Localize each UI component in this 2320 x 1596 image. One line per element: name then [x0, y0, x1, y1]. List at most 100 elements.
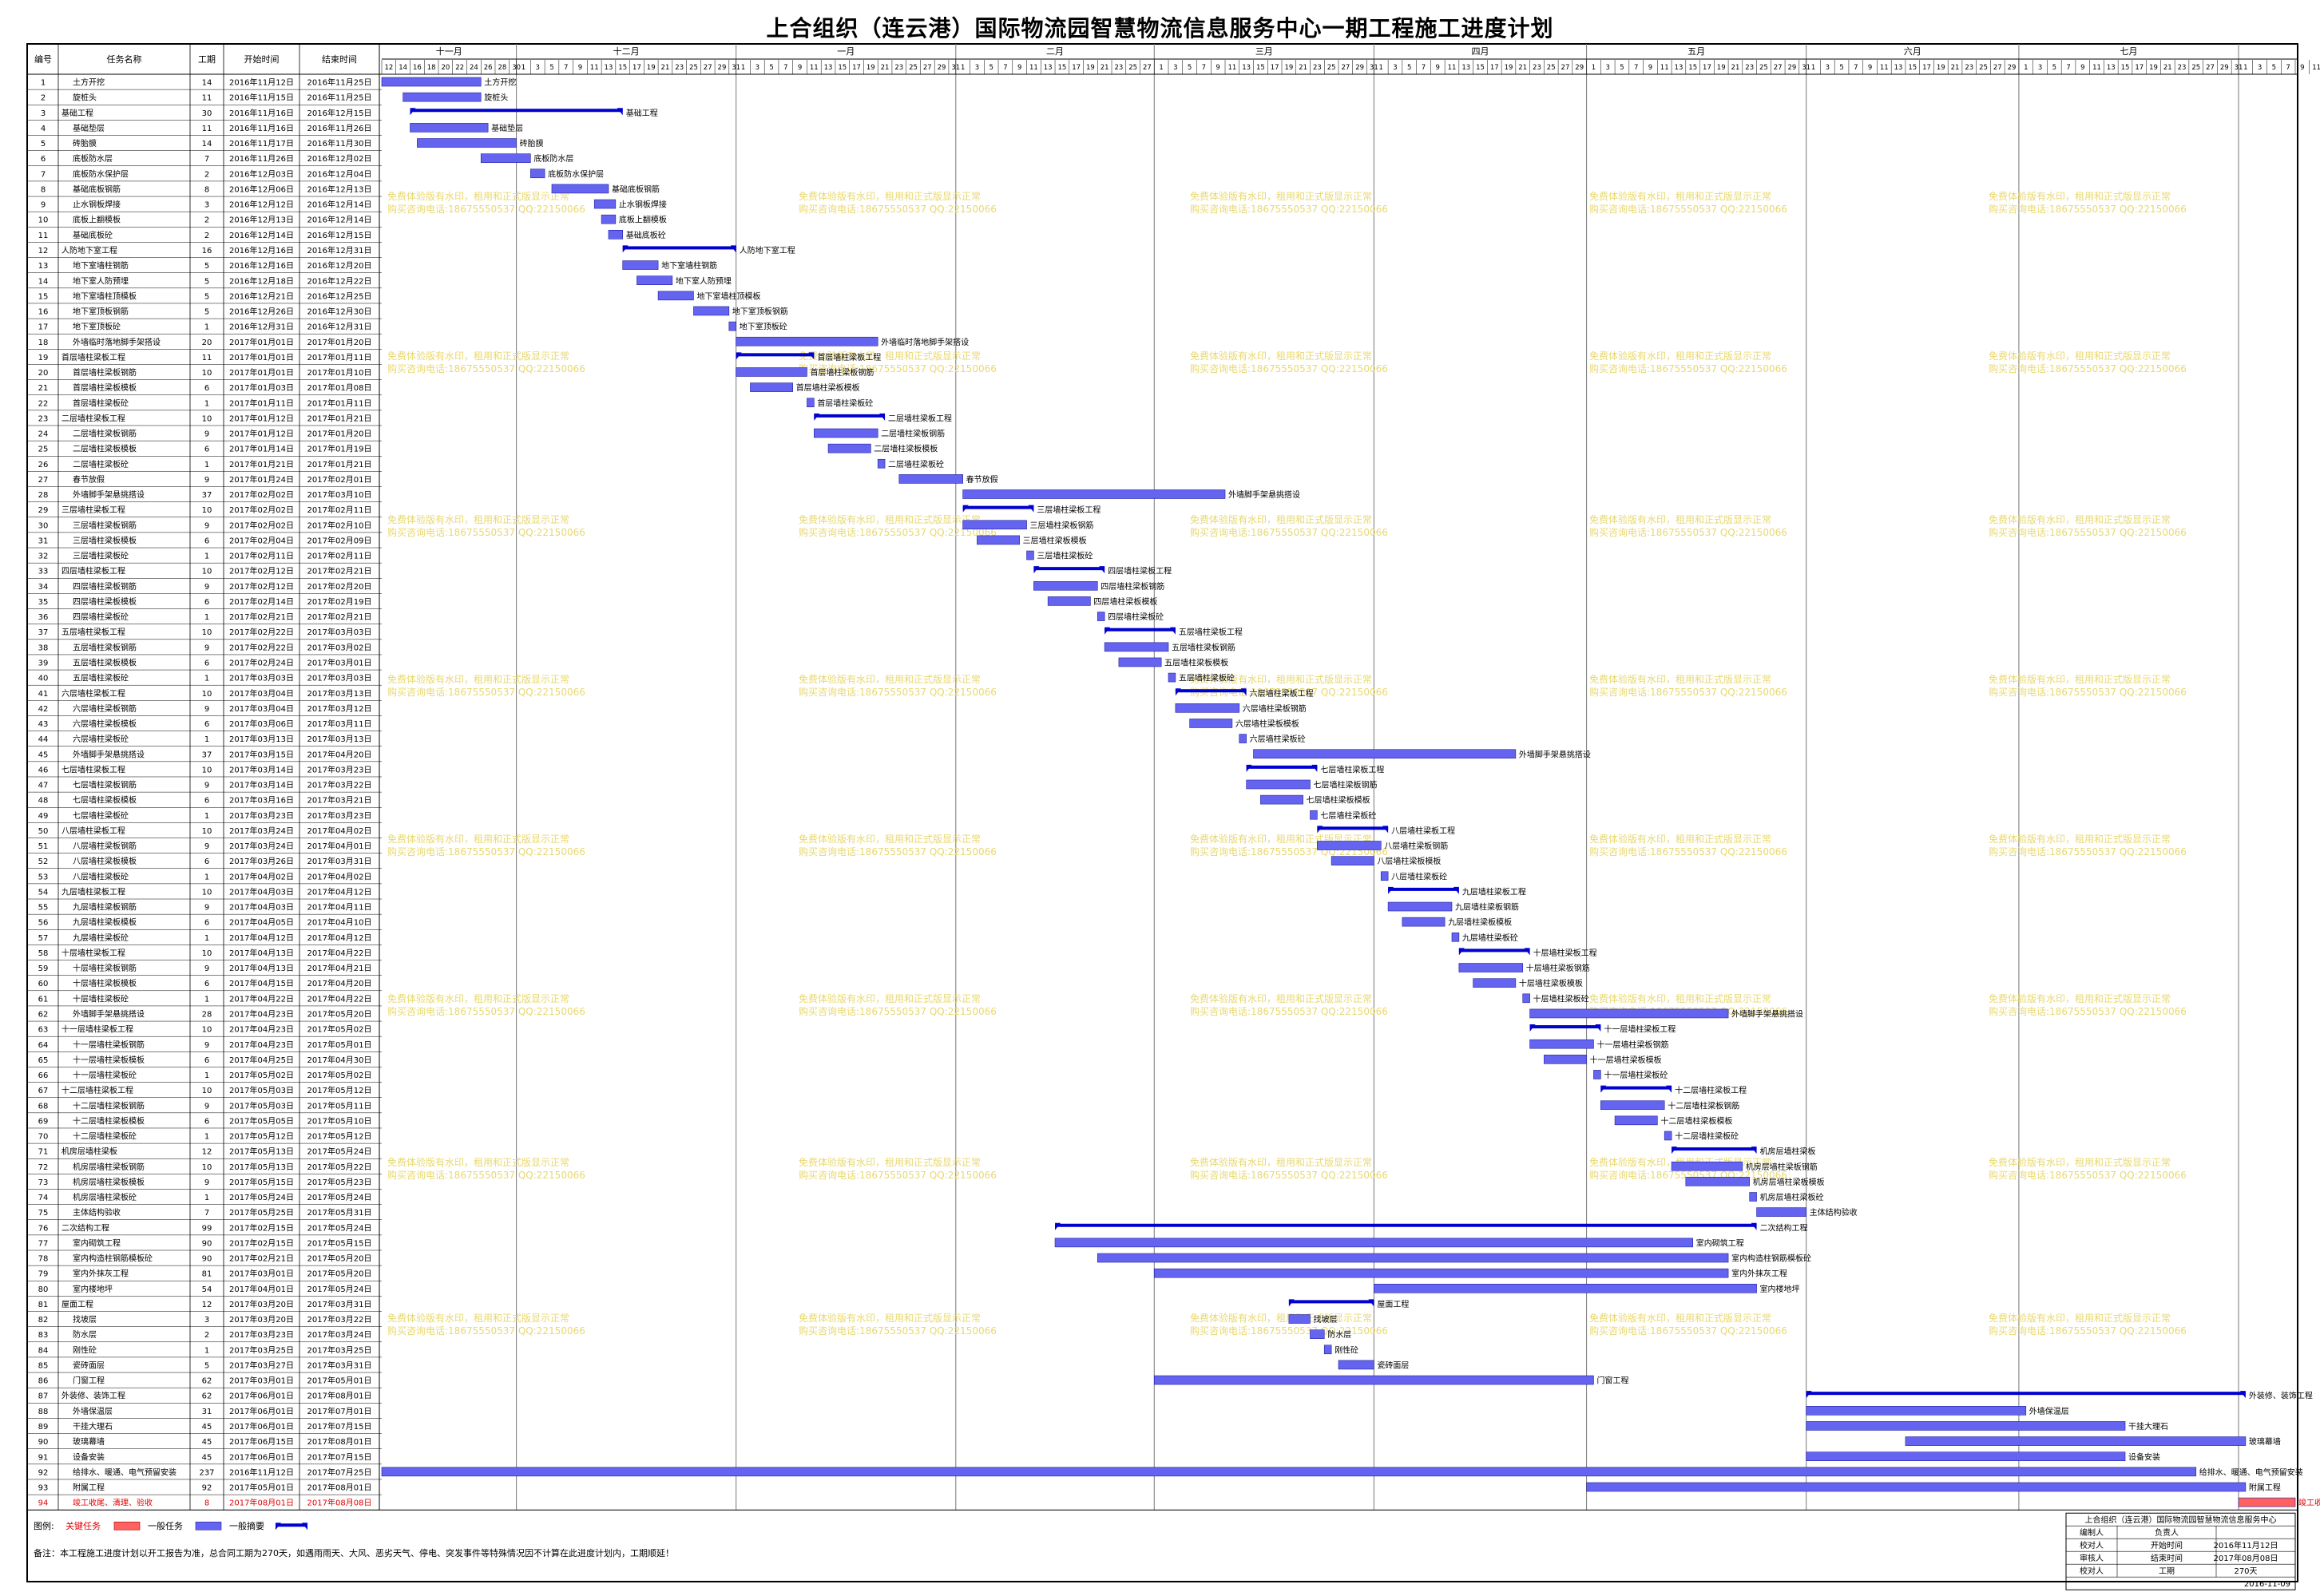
task-start: 2016年11月12日: [229, 77, 294, 88]
task-end: 2017年03月22日: [307, 780, 372, 790]
task-end: 2017年05月24日: [307, 1192, 372, 1202]
summary-bar: [410, 109, 623, 113]
summary-cap: [1033, 566, 1040, 574]
task-no: 22: [38, 399, 49, 408]
day-tick: 1: [522, 64, 525, 72]
bar-label: 地下室墙柱顶模板: [696, 291, 760, 301]
watermark-text: 购买咨询电话:18675550537 QQ:22150066: [1589, 846, 1787, 857]
summary-bar: [1600, 1086, 1672, 1090]
day-tick: 27: [1341, 64, 1350, 72]
summary-cap: [1099, 566, 1105, 574]
task-duration: 3: [204, 201, 209, 210]
task-duration: 11: [202, 94, 212, 103]
task-start: 2017年05月13日: [229, 1162, 294, 1172]
day-tick: 7: [783, 64, 787, 72]
task-start: 2017年03月23日: [229, 810, 294, 821]
summary-bar: [1055, 1223, 1757, 1227]
watermark-text: 购买咨询电话:18675550537 QQ:22150066: [1589, 526, 1787, 538]
day-tick: 21: [2163, 64, 2172, 72]
bar-label: 七层墙柱梁板工程: [1320, 764, 1384, 774]
task-start: 2017年01月12日: [229, 429, 294, 439]
watermark-text: 免费体验版有水印，租用和正式版显示正常: [1989, 513, 2171, 525]
task-name: 十一层墙柱梁板工程: [61, 1024, 133, 1035]
task-name: 春节放假: [73, 474, 105, 485]
task-bar: [1047, 596, 1091, 606]
task-bar: [530, 168, 545, 179]
task-no: 83: [38, 1331, 49, 1340]
info-date: 2016-11-09: [2244, 1580, 2290, 1589]
month-label: 十一月: [436, 46, 462, 57]
summary-cap: [1751, 1147, 1757, 1154]
watermark-text: 购买咨询电话:18675550537 QQ:22150066: [799, 1005, 997, 1017]
summary-cap: [1104, 627, 1111, 635]
watermark-text: 购买咨询电话:18675550537 QQ:22150066: [799, 203, 997, 215]
day-tick: 7: [2066, 64, 2070, 72]
day-tick: 18: [427, 64, 436, 72]
task-start: 2017年05月01日: [229, 1483, 294, 1493]
watermark-text: 免费体验版有水印，租用和正式版显示正常: [1989, 833, 2171, 845]
task-start: 2017年04月13日: [229, 963, 294, 973]
day-tick: 11: [810, 64, 819, 72]
watermark-text: 免费体验版有水印，租用和正式版显示正常: [1989, 992, 2171, 1004]
watermark-text: 免费体验版有水印，租用和正式版显示正常: [1190, 513, 1372, 525]
task-bar: [637, 275, 673, 285]
task-start: 2017年03月20日: [229, 1299, 294, 1309]
task-duration: 45: [202, 1438, 212, 1447]
bar-label: 八层墙柱梁板砼: [1391, 871, 1447, 881]
task-bar: [1118, 657, 1162, 667]
task-no: 51: [38, 842, 49, 851]
task-no: 28: [38, 491, 49, 500]
task-end: 2016年12月20日: [307, 260, 372, 271]
task-bar: [593, 199, 617, 209]
summary-cap: [410, 108, 416, 116]
bar-label: 四层墙柱梁板模板: [1093, 596, 1157, 607]
task-bar: [1600, 1100, 1665, 1111]
task-start: 2017年02月02日: [229, 505, 294, 515]
task-bar: [1260, 794, 1303, 805]
task-duration: 6: [204, 1056, 209, 1065]
bar-label: 十层墙柱梁板砼: [1533, 993, 1589, 1004]
task-start: 2017年06月01日: [229, 1406, 294, 1416]
task-end: 2016年12月04日: [307, 168, 372, 179]
task-bar: [410, 123, 489, 133]
task-end: 2017年01月21日: [307, 459, 372, 469]
bar-label: 十层墙柱梁板模板: [1519, 978, 1583, 988]
day-tick: 23: [2178, 64, 2187, 72]
day-tick: 7: [1422, 64, 1426, 72]
bar-label: 十一层墙柱梁板模板: [1590, 1055, 1662, 1065]
task-name: 地下室墙柱顶模板: [73, 291, 137, 301]
summary-bar: [1033, 567, 1105, 571]
bar-label: 二层墙柱梁板工程: [888, 413, 952, 423]
day-tick: 1: [961, 64, 965, 72]
task-no: 70: [38, 1133, 49, 1142]
day-tick: 3: [1826, 64, 1830, 72]
task-end: 2017年04月02日: [307, 871, 372, 881]
bar-label: 春节放假: [966, 474, 998, 485]
task-duration: 7: [204, 155, 209, 164]
task-no: 30: [38, 521, 49, 530]
task-no: 35: [38, 598, 49, 607]
task-no: 23: [38, 414, 49, 423]
task-start: 2017年03月06日: [229, 719, 294, 729]
day-tick: 22: [455, 64, 464, 72]
task-name: 四层墙柱梁板模板: [73, 596, 137, 607]
task-name: 九层墙柱梁板砼: [73, 933, 129, 943]
watermark-text: 购买咨询电话:18675550537 QQ:22150066: [1989, 1169, 2187, 1181]
summary-bar: [962, 505, 1034, 509]
watermark-text: 购买咨询电话:18675550537 QQ:22150066: [387, 1325, 585, 1337]
day-tick: 23: [675, 64, 684, 72]
task-start: 2016年12月16日: [229, 245, 294, 255]
task-bar: [977, 535, 1020, 545]
watermark-text: 免费体验版有水印，租用和正式版显示正常: [799, 673, 981, 685]
day-tick: 13: [1894, 64, 1903, 72]
task-end: 2017年01月10日: [307, 367, 372, 378]
task-name: 外墙脚手架悬挑搭设: [73, 489, 145, 500]
day-tick: 21: [1731, 64, 1740, 72]
summary-cap: [1169, 627, 1176, 635]
task-name: 四层墙柱梁板钢筋: [73, 581, 137, 592]
task-duration: 1: [204, 735, 209, 744]
task-end: 2017年05月20日: [307, 1253, 372, 1264]
task-name: 刚性砼: [73, 1345, 97, 1355]
task-duration: 9: [204, 964, 209, 973]
bar-label: 土方开挖: [484, 77, 516, 88]
